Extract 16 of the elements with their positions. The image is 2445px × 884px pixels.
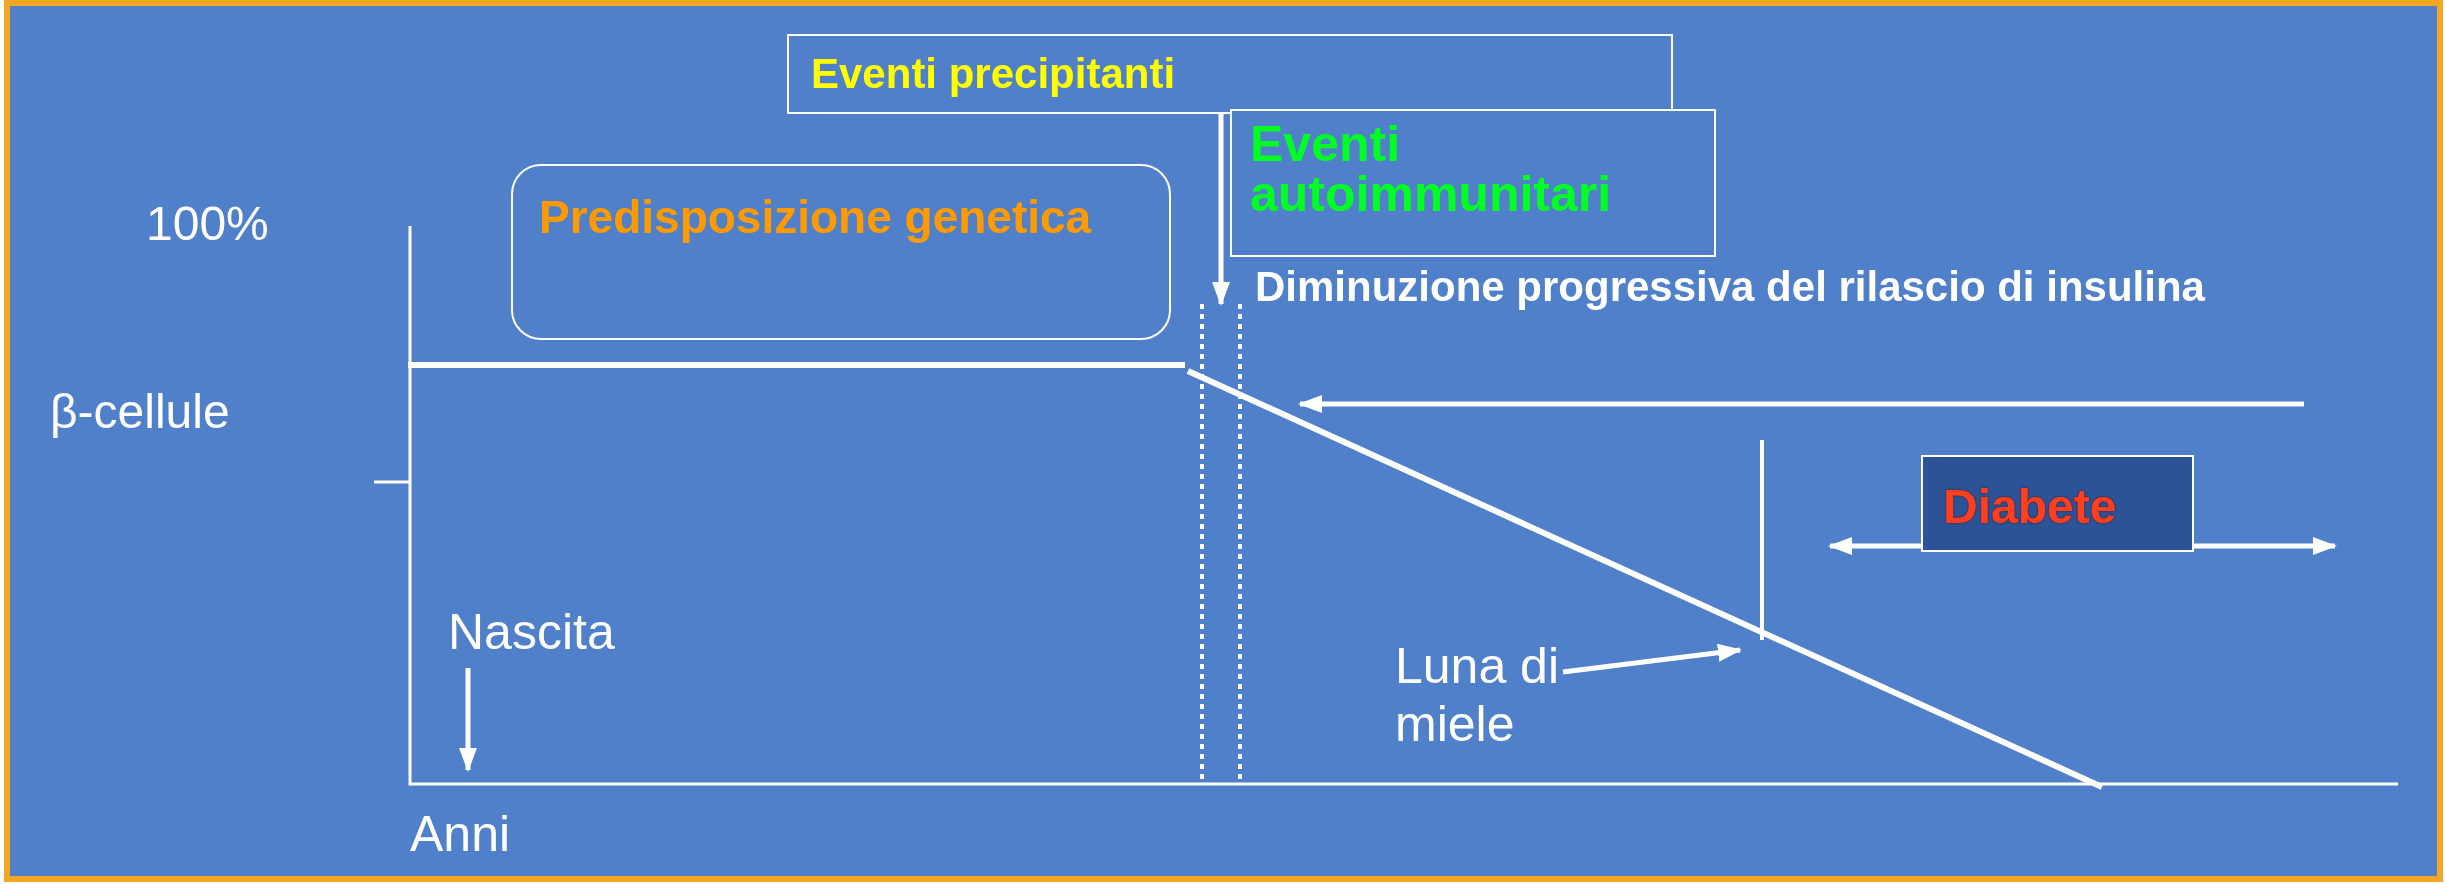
rounded-box — [511, 164, 1171, 340]
arrow — [459, 668, 477, 772]
text-box — [1230, 109, 1716, 257]
axis-label: Anni — [410, 806, 511, 864]
box-text: Eventi precipitanti — [811, 50, 1177, 99]
box-text: Eventi autoimmunitari — [1250, 119, 1613, 219]
arrow — [1562, 643, 1742, 675]
annotation-text: Luna di miele — [1395, 638, 1640, 766]
axis-label: 100% — [146, 196, 269, 252]
annotation-text: Nascita — [448, 604, 648, 668]
phase-label: Diminuzione progressiva del rilascio di insulina — [1255, 263, 2206, 312]
box-text: Diabete — [1943, 479, 2118, 535]
arrow — [1212, 114, 1230, 306]
text-box — [1921, 455, 2194, 552]
axis-label: β-cellule — [50, 384, 230, 440]
dotted-lines — [1198, 304, 1244, 780]
